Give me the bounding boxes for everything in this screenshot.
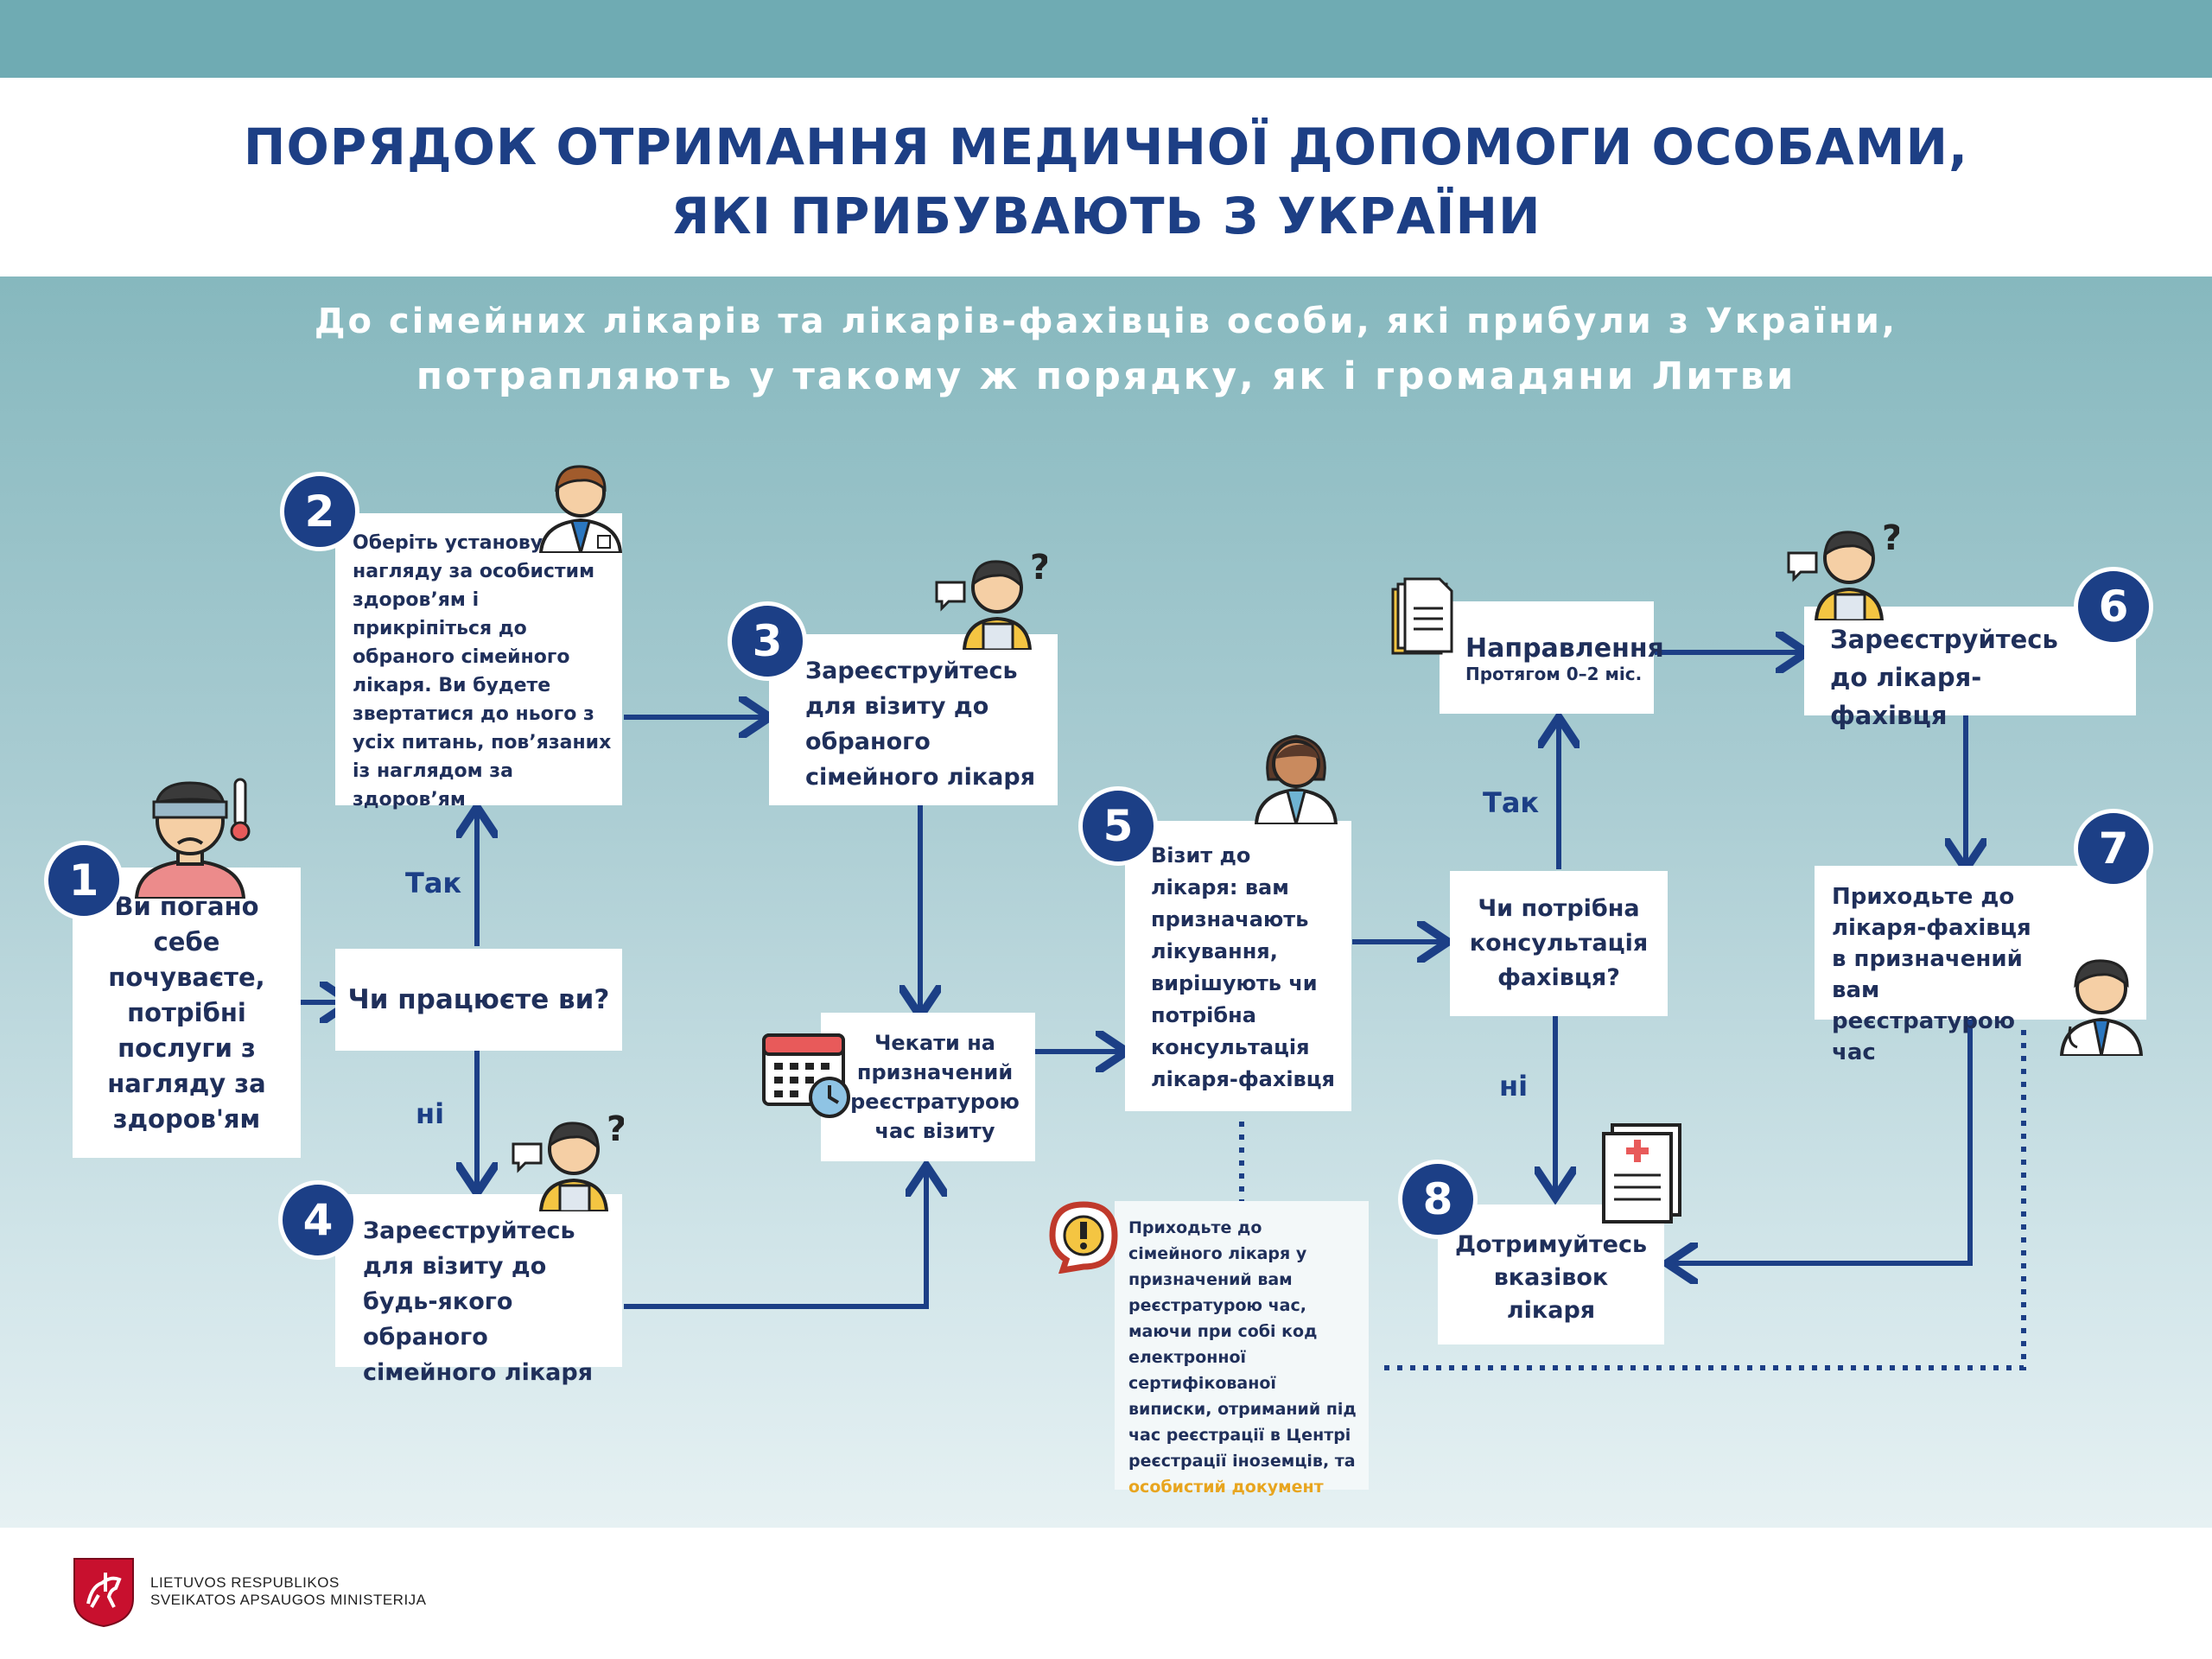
step-3-box: Зареєструйтесь для візиту до обраного сі… — [769, 634, 1058, 805]
page-title: ПОРЯДОК ОТРИМАННЯ МЕДИЧНОЇ ДОПОМОГИ ОСОБ… — [0, 112, 2212, 251]
step-3-number: 3 — [752, 616, 783, 666]
subtitle-line-2: потрапляють у такому ж порядку, як і гро… — [416, 354, 1796, 398]
arrow-4-to-wait — [624, 1171, 926, 1309]
lithuania-coat-of-arms-logo — [73, 1558, 134, 1628]
note-box: Приходьте до сімейного лікаря у призначе… — [1115, 1201, 1369, 1497]
doctor-icon — [2060, 959, 2143, 1056]
note-highlight: особистий документ — [1128, 1478, 1324, 1497]
ministry-name: LIETUVOS RESPUBLIKOS SVEIKATOS APSAUGOS … — [150, 1574, 427, 1609]
calendar-clock-icon — [762, 1033, 850, 1118]
step-2-text: Оберіть установу з нагляду за особистим … — [353, 532, 612, 810]
step-6-text: Зареєструйтесь до лікаря-фахівця — [1830, 625, 2058, 730]
label-no-1: ні — [416, 1097, 445, 1130]
step-4-badge: 4 — [278, 1180, 358, 1260]
svg-text:?: ? — [1030, 548, 1047, 588]
step-2-number: 2 — [304, 486, 335, 537]
step-5-box: Візит до лікаря: вам призначають лікуван… — [1125, 821, 1351, 1111]
step-3-text: Зареєструйтесь для візиту до обраного сі… — [805, 658, 1036, 791]
referral-note: Протягом 0–2 міс. — [1465, 664, 1643, 684]
wait-box: Чекати на призначений реєстратурою час в… — [821, 1013, 1035, 1161]
person-question-icon: ? — [1787, 518, 1899, 620]
step-4-box: Зареєструйтесь для візиту до будь-якого … — [335, 1194, 622, 1386]
step-8-badge: 8 — [1398, 1160, 1478, 1239]
step-5-number: 5 — [1103, 801, 1134, 851]
step-5-badge: 5 — [1078, 786, 1158, 866]
step-7-number: 7 — [2098, 823, 2129, 874]
documents-icon — [1391, 577, 1453, 655]
step-8-text: Дотримуйтесь вказівок лікаря — [1454, 1231, 1648, 1324]
question-work-text: Чи працюєте ви? — [347, 984, 610, 1015]
referral-title: Направлення — [1465, 633, 1664, 664]
header — [0, 78, 2212, 276]
step-1-badge: 1 — [44, 841, 124, 920]
medical-report-icon — [1602, 1123, 1681, 1224]
ministry-line-2: SVEIKATOS APSAUGOS MINISTERIJA — [150, 1592, 427, 1608]
title-line-1: ПОРЯДОК ОТРИМАННЯ МЕДИЧНОЇ ДОПОМОГИ ОСОБ… — [243, 118, 1969, 176]
step-2-badge: 2 — [280, 472, 359, 551]
label-yes-1: Так — [405, 867, 462, 899]
svg-text:?: ? — [1882, 518, 1899, 558]
step-7-badge: 7 — [2074, 809, 2153, 888]
subtitle: До сімейних лікарів та лікарів-фахівців … — [0, 294, 2212, 404]
note-text: Приходьте до сімейного лікаря у призначе… — [1128, 1218, 1357, 1471]
step-2-box: Оберіть установу з нагляду за особистим … — [335, 513, 622, 810]
subtitle-line-1: До сімейних лікарів та лікарів-фахівців … — [314, 302, 1898, 341]
warning-icon — [1049, 1201, 1118, 1274]
svg-text:?: ? — [607, 1109, 624, 1149]
footer — [0, 1528, 2212, 1659]
step-3-badge: 3 — [728, 601, 807, 681]
dotted-7-to-8 — [1378, 1030, 2026, 1370]
doctor-icon — [1254, 734, 1338, 824]
question-work-box: Чи працюєте ви? — [335, 949, 622, 1051]
step-8-box: Дотримуйтесь вказівок лікаря — [1438, 1205, 1664, 1344]
step-6-badge: 6 — [2074, 567, 2153, 646]
person-question-icon: ? — [512, 1109, 624, 1211]
person-question-icon: ? — [935, 548, 1047, 650]
arrow-7-to-8 — [1672, 1020, 1973, 1263]
doctor-icon — [538, 465, 623, 553]
question-specialist-text: Чи потрібна консультація фахівця? — [1469, 895, 1649, 991]
step-7-text: Приходьте до лікаря-фахівця в призначени… — [1832, 884, 2031, 1065]
question-specialist-box: Чи потрібна консультація фахівця? — [1450, 871, 1668, 1016]
step-8-number: 8 — [1422, 1174, 1453, 1224]
label-yes-2: Так — [1483, 786, 1540, 819]
wait-text: Чекати на призначений реєстратурою час в… — [850, 1031, 1020, 1143]
step-4-number: 4 — [302, 1195, 334, 1245]
top-banner — [0, 0, 2212, 78]
step-1-number: 1 — [68, 855, 99, 906]
ministry-line-1: LIETUVOS RESPUBLIKOS — [150, 1574, 340, 1591]
step-1-text: Ви погано себе почуваєте, потрібні послу… — [107, 891, 266, 1134]
label-no-2: ні — [1499, 1070, 1529, 1103]
step-4-text: Зареєструйтесь для візиту до будь-якого … — [363, 1217, 594, 1386]
referral-box: Направлення Протягом 0–2 міс. — [1440, 601, 1664, 714]
title-line-2: ЯКІ ПРИБУВАЮТЬ З УКРАЇНИ — [671, 187, 1541, 245]
step-5-text: Візит до лікаря: вам призначають лікуван… — [1151, 843, 1335, 1091]
step-6-number: 6 — [2098, 582, 2129, 632]
sick-person-icon — [134, 778, 251, 899]
